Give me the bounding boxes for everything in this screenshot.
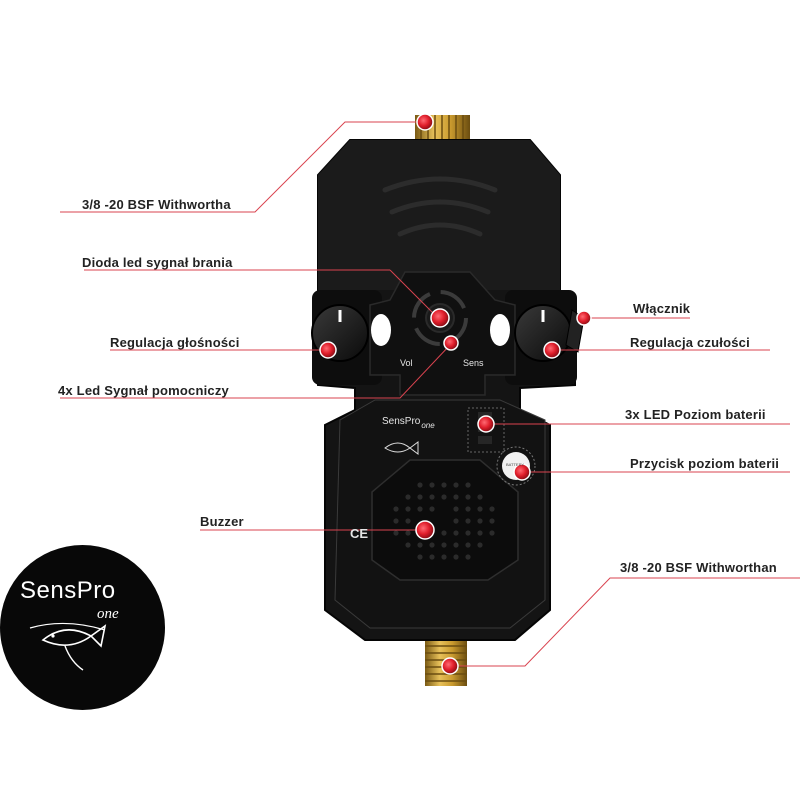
fish-icon bbox=[29, 622, 107, 671]
marker-bite-led bbox=[430, 308, 450, 328]
marker-aux-led bbox=[443, 335, 459, 351]
leader-lines bbox=[60, 121, 800, 667]
marker-thread-bottom bbox=[441, 657, 459, 675]
label-battery-leds: 3x LED Poziom baterii bbox=[625, 407, 766, 422]
logo-brand-sub: one bbox=[97, 606, 119, 622]
vol-label: Vol bbox=[400, 358, 413, 368]
grille-holes bbox=[393, 482, 495, 560]
marker-battery-leds bbox=[477, 415, 495, 433]
battery-button-text: BATTERY bbox=[506, 462, 525, 467]
speaker-grille bbox=[371, 459, 519, 581]
label-power: Włącznik bbox=[633, 301, 691, 316]
markers bbox=[319, 113, 592, 675]
marker-battery-button bbox=[513, 463, 531, 481]
label-volume: Regulacja głośności bbox=[110, 335, 240, 350]
logo-brand-text: SensPro bbox=[20, 577, 116, 604]
marker-thread-top bbox=[416, 113, 434, 131]
device-brand: SensProone bbox=[382, 416, 435, 430]
label-sensitivity: Regulacja czułości bbox=[630, 335, 750, 350]
brand-logo bbox=[0, 545, 165, 710]
label-bite-led: Dioda led sygnał brania bbox=[82, 255, 233, 270]
sens-label: Sens bbox=[463, 358, 484, 368]
label-battery-button: Przycisk poziom baterii bbox=[630, 456, 780, 471]
ce-mark: CE bbox=[350, 526, 369, 541]
label-thread-bottom: 3/8 -20 BSF Withworthan bbox=[620, 560, 777, 575]
battery-led-3 bbox=[478, 436, 492, 444]
label-buzzer: Buzzer bbox=[200, 514, 244, 529]
bite-led-ring bbox=[412, 290, 468, 346]
label-aux-leds: 4x Led Sygnał pomocniczy bbox=[58, 383, 229, 398]
label-thread-top: 3/8 -20 BSF Withwortha bbox=[82, 197, 231, 212]
marker-volume bbox=[319, 341, 337, 359]
marker-buzzer bbox=[415, 520, 435, 540]
marker-power bbox=[576, 310, 592, 326]
marker-sensitivity bbox=[543, 341, 561, 359]
